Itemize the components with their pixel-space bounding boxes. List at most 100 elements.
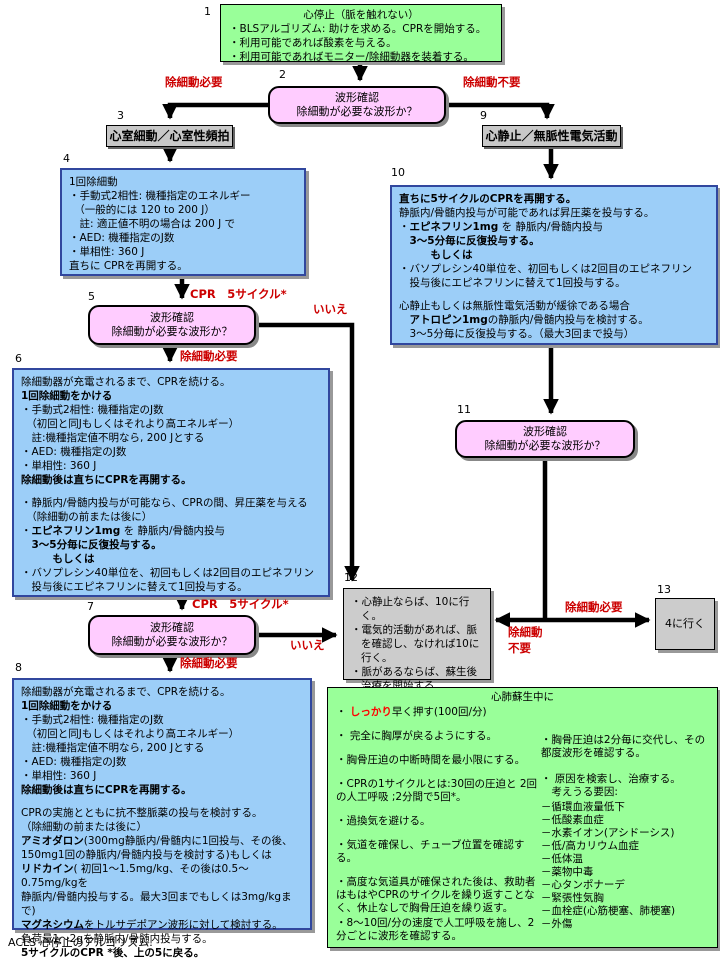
cpr-notes-box: 心肺蘇生中に ・ しっかり早く押す(100回/分) ・ 完全に胸厚が戻るようにす… xyxy=(327,687,718,948)
box6-line: 除細動後は直ちにCPRを再開する。 xyxy=(21,474,192,486)
step-number-1: 1 xyxy=(204,5,211,18)
cpr-note-item: ・8～10回/分の速度で人工呼吸を施し、2分ごとに波形を確認する。 xyxy=(336,917,535,942)
step-number-11: 11 xyxy=(457,403,471,416)
box5-line: 除細動が必要な波形か？ xyxy=(111,325,233,338)
box2-line: 除細動が必要な波形か？ xyxy=(296,105,418,118)
box1-cardiac-arrest: 心停止（脈を触れない） ・BLSアルゴリズム: 助けを求める。CPRを開始する。… xyxy=(220,4,502,63)
box8-line: CPRの実施とともに抗不整脈薬の投与を検討する。 xyxy=(21,807,263,819)
box6-spacer xyxy=(21,487,321,496)
box10-line: 心静止もしくは無脈性電気活動が緩徐である場合 xyxy=(399,300,630,312)
arrow-2-to-9 xyxy=(445,102,555,120)
label-defib-not-needed-2: 除細動 不要 xyxy=(508,624,543,656)
step-number-12: 12 xyxy=(344,571,358,584)
cpr-notes-title: 心肺蘇生中に xyxy=(491,691,554,703)
box12-line: ・電気的活動があれば、脈を確認し、なければ10に行く。 xyxy=(351,624,480,664)
box6-line: （初回と同Jもしくはそれより高エネルギー） xyxy=(21,418,240,430)
cpr-note-item: ・高度な気道具が確保された後は、救助者はもはやCPRのサイクルを繰り返すことなく… xyxy=(336,876,536,914)
cpr-note-item: ・CPRの1サイクルとは:30回の圧迫と 2回の人工呼吸 ;2分間で5回*。 xyxy=(336,778,538,803)
box6-line: ・静脈内/骨髄内投与が可能なら、CPRの間、昇圧薬を与える xyxy=(21,497,308,509)
arrow-2-to-3 xyxy=(162,102,269,120)
box4-line: 1回除細動 xyxy=(69,176,118,188)
box7-rhythm-check: 波形確認 除細動が必要な波形か？ xyxy=(88,615,256,655)
box4-line: 註: 適正値不明の場合は 200 J で xyxy=(69,218,236,230)
box4-line: 直ちに CPRを再開する。 xyxy=(69,260,188,272)
box6-line: ・エピネフリン1mg を 静脈内/骨髄内投与 xyxy=(21,525,225,537)
label-no-2: いいえ xyxy=(290,638,325,652)
box6-line: ・バソプレシン40単位を、初回もしくは2回目のエピネフリン xyxy=(21,567,315,579)
label-line: 不要 xyxy=(508,641,531,655)
cpr-note-item: ・ 完全に胸厚が戻るようにする。 xyxy=(336,730,497,742)
box4-give-one-shock: 1回除細動 ・手動式2相性: 機種指定のエネルギー （一般的には 120 to … xyxy=(60,168,306,276)
step-number-13: 13 xyxy=(657,583,671,596)
box10-line: 3～5分毎に反復投与する。 xyxy=(399,235,540,247)
box8-line: 除細動後は直ちにCPRを再開する。 xyxy=(21,784,192,796)
box8-line: 5サイクルのCPR *後、上の5に戻る。 xyxy=(21,947,205,959)
box6-line: ・AED: 機種指定のJ数 xyxy=(21,446,127,458)
cpr-note-item: ・過換気を避ける。 xyxy=(336,815,431,827)
box2-line: 波形確認 xyxy=(335,91,379,104)
box8-line: リドカイン( 初回1～1.5mg/kg、その後は0.5～0.75mg/kgを xyxy=(21,863,249,889)
cpr-cause-item: －低体温 xyxy=(540,853,583,865)
step-number-5: 5 xyxy=(88,290,95,303)
box6-line: 1回除細動をかける xyxy=(21,390,113,402)
box10-line: 直ちに5サイクルのCPRを再開する。 xyxy=(399,193,577,205)
box8-spacer xyxy=(21,797,303,806)
box4-line: （一般的には 120 to 200 J） xyxy=(69,204,215,216)
box3-vf-vt: 心室細動／心室性頻拍 xyxy=(106,125,233,147)
step-number-2: 2 xyxy=(279,68,286,81)
step-number-8: 8 xyxy=(15,661,22,674)
box7-line: 波形確認 xyxy=(150,621,194,634)
box2-rhythm-check: 波形確認 除細動が必要な波形か？ xyxy=(268,86,446,124)
cpr-notes-left-column: ・ しっかり早く押す(100回/分) ・ 完全に胸厚が戻るようにする。 ・胸骨圧… xyxy=(336,706,541,943)
box8-line: ・単相性: 360 J xyxy=(21,770,97,782)
box11-line: 除細動が必要な波形か？ xyxy=(484,439,606,452)
box6-continue-cpr-shock: 除細動器が充電されるまで、CPRを続ける。 1回除細動をかける ・手動式2相性:… xyxy=(12,368,330,597)
box4-line: ・AED: 機種指定のJ数 xyxy=(69,232,175,244)
box10-spacer xyxy=(399,290,709,299)
cpr-cause-item: －緊張性気胸 xyxy=(540,892,604,904)
box8-line: （除細動の前または後に） xyxy=(21,821,147,833)
cpr-cause-item: －外傷 xyxy=(540,918,573,930)
box10-resume-cpr-vasopressors: 直ちに5サイクルのCPRを再開する。 静脈内/骨髄内投与が可能であれば昇圧薬を投… xyxy=(390,185,718,345)
box10-line: 3～5分毎に反復投与する。（最大3回まで投与） xyxy=(399,328,635,340)
box7-line: 除細動が必要な波形か？ xyxy=(111,635,233,648)
box10-line: ・エピネフリン1mg を 静脈内/骨髄内投与 xyxy=(399,221,603,233)
box11-rhythm-check: 波形確認 除細動が必要な波形か？ xyxy=(455,420,635,458)
arrow-5-no-to-12 xyxy=(256,322,360,582)
box4-line: ・手動式2相性: 機種指定のエネルギー xyxy=(69,190,251,202)
box8-line: 1回除細動をかける xyxy=(21,700,113,712)
box12-post-check-actions: ・心静止ならば、10に行く。 ・電気的活動があれば、脈を確認し、なければ10に行… xyxy=(343,588,491,692)
label-defib-needed-2: 除細動必要 xyxy=(180,349,238,363)
label-cpr-5-cycles-1: CPR 5サイクル* xyxy=(190,287,287,301)
box8-line: 註:機種指定値不明なら, 200 Jとする xyxy=(21,742,205,754)
step-number-7: 7 xyxy=(87,600,94,613)
box6-line: 註:機種指定値不明なら, 200 Jとする xyxy=(21,432,205,444)
box8-line: マグネシウムをトルサデポアン波形に対して検討する。 xyxy=(21,919,283,931)
box10-line: ・バソプレシン40単位を、初回もしくは2回目のエピネフリン xyxy=(399,263,693,275)
box8-line: 負荷量1～2gを静脈内/骨髄内投与する。 xyxy=(21,933,213,945)
box11-line: 波形確認 xyxy=(523,425,567,438)
box13-go-to-4: 4に行く xyxy=(655,598,715,650)
cpr-cause-item: －低酸素血症 xyxy=(540,814,604,826)
label-defib-needed-top: 除細動必要 xyxy=(165,75,223,89)
box8-line: アミオダロン(300mg静脈内/骨髄内に1回投与、その後、 xyxy=(21,835,293,847)
box8-line: 150mg1回の静脈内/骨髄内投与を検討する)もしくは xyxy=(21,849,272,861)
box8-continue-cpr-antiarrhythmics: 除細動器が充電されるまで、CPRを続ける。 1回除細動をかける ・手動式2相性:… xyxy=(12,678,312,959)
cpr-cause-item: －心タンポナーデ xyxy=(540,879,625,891)
box10-line: 投与後にエピネフリンに替えて1回投与する。 xyxy=(399,277,626,289)
label-cpr-5-cycles-2: CPR 5サイクル* xyxy=(192,597,289,611)
box4-line: ・単相性: 360 J xyxy=(69,246,145,258)
label-no-1: いいえ xyxy=(313,302,348,316)
box6-line: ・手動式2相性: 機種指定のJ数 xyxy=(21,404,164,416)
box10-line: 静脈内/骨髄内投与が可能であれば昇圧薬を投与する。 xyxy=(399,207,655,219)
cpr-cause-item: －低/高カリウム血症 xyxy=(540,840,639,852)
step-number-6: 6 xyxy=(15,352,22,365)
box8-line: 除細動器が充電されるまで、CPRを続ける。 xyxy=(21,686,231,698)
step-number-3: 3 xyxy=(117,109,124,122)
box1-title: 心停止（脈を触れない） xyxy=(303,9,419,21)
label-line: 除細動 xyxy=(508,625,543,639)
cpr-note-item: ・胸骨圧迫の中断時間を最小限にする。 xyxy=(336,754,526,766)
box12-line: ・心静止ならば、10に行く。 xyxy=(351,596,470,622)
label-defib-not-needed-top: 除細動不要 xyxy=(463,75,521,89)
